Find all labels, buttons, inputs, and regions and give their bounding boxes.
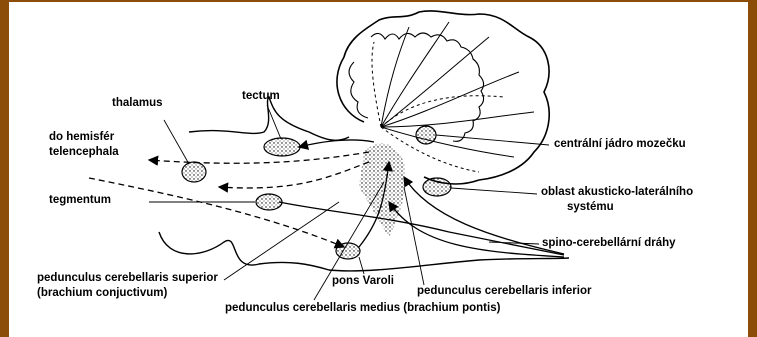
tract-to-tectum	[299, 140, 374, 147]
tract-to-hemisphere	[149, 152, 369, 163]
label-ped-sup-line2: (brachium conjuctivum)	[37, 287, 167, 300]
tectum-nucleus	[264, 138, 300, 156]
label-do-hemisfer: do hemisfér	[49, 131, 114, 144]
label-oblast-line1: oblast akusticko-laterálního	[541, 186, 693, 199]
label-spino: spino-cerebellární dráhy	[542, 237, 676, 250]
label-ped-sup-line1: pedunculus cerebellaris superior	[37, 272, 218, 285]
tract-horizontal	[279, 202, 564, 255]
label-telencephala: telencephala	[49, 146, 119, 159]
tract-tegmentum	[219, 162, 369, 188]
label-ped-inf: pedunculus cerebellaris inferior	[417, 285, 591, 298]
pons-outline	[159, 232, 569, 271]
label-centralni-jadro: centrální jádro mozečku	[554, 138, 686, 151]
tegmentum-nucleus	[256, 194, 282, 210]
brainstem-stipple	[359, 143, 405, 237]
tract-dashed-long	[89, 178, 344, 247]
tectum-outline	[189, 97, 349, 140]
thalamus-nucleus	[182, 162, 206, 182]
central-nucleus	[416, 126, 436, 144]
radiating-fibres	[372, 22, 534, 172]
label-tectum: tectum	[242, 90, 280, 103]
label-tegmentum: tegmentum	[49, 194, 111, 207]
label-oblast-line2: systému	[567, 201, 614, 214]
label-pons: pons Varoli	[332, 275, 394, 288]
label-thalamus: thalamus	[112, 97, 163, 110]
acoustic-nucleus	[423, 178, 451, 196]
tract-spino-2	[389, 202, 564, 257]
label-ped-med: pedunculus cerebellaris medius (brachium…	[225, 302, 500, 315]
